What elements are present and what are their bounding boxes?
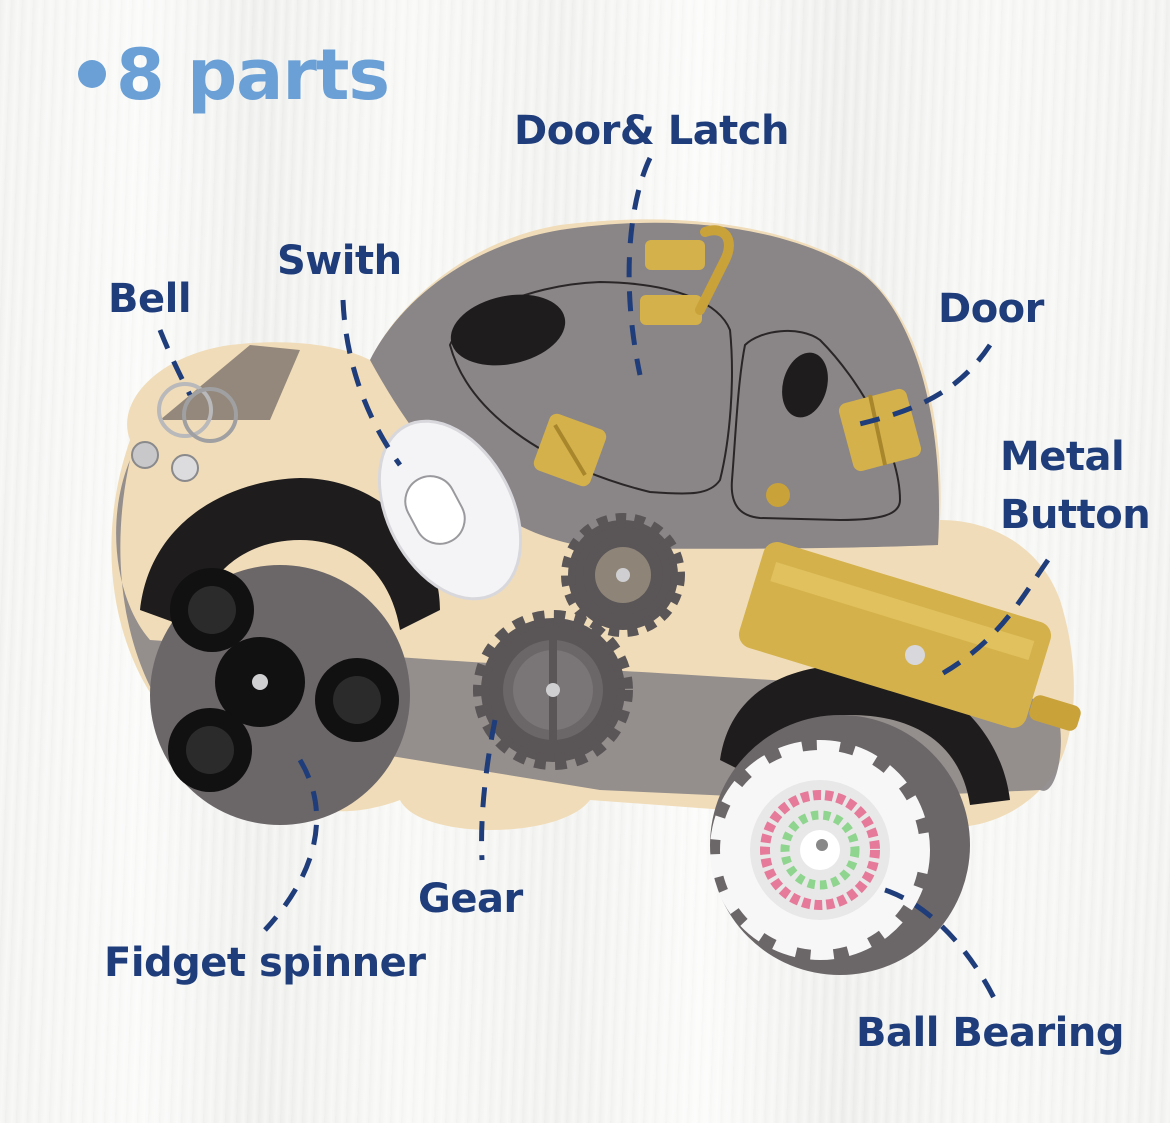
label-fidget-spinner: Fidget spinner (104, 940, 426, 986)
label-gear: Gear (418, 876, 523, 922)
bell-component (131, 382, 238, 482)
switch-component (377, 419, 523, 601)
label-ball-bearing: Ball Bearing (856, 1010, 1124, 1056)
leader-gear (479, 719, 498, 861)
leader-ball-bearing (884, 887, 998, 1002)
bullet-dot-icon (78, 59, 106, 88)
label-metal-button: Metal Button (1000, 434, 1151, 538)
label-door-latch: Door& Latch (514, 108, 790, 154)
gear-small (561, 513, 685, 637)
leader-bell (157, 329, 193, 397)
ball-bearing-maze (710, 740, 930, 960)
door-knob (766, 483, 790, 507)
parts-count-title: 8 parts (78, 40, 390, 110)
leader-lines (157, 156, 1051, 1002)
label-switch: Swith (277, 238, 402, 284)
label-door: Door (938, 286, 1044, 332)
gear-large (473, 610, 633, 770)
leader-fidget-spinner (263, 758, 319, 932)
door-hinge-left (533, 413, 607, 487)
leader-metal-button (938, 558, 1051, 678)
leader-switch (340, 299, 403, 467)
label-bell: Bell (108, 276, 192, 322)
leader-door (854, 343, 993, 428)
latch-hardware (640, 225, 734, 325)
metal-button-bolt (738, 542, 1081, 731)
leader-door-latch (626, 156, 653, 376)
fidget-spinner-component (168, 568, 399, 792)
title-text: 8 parts (116, 34, 390, 116)
